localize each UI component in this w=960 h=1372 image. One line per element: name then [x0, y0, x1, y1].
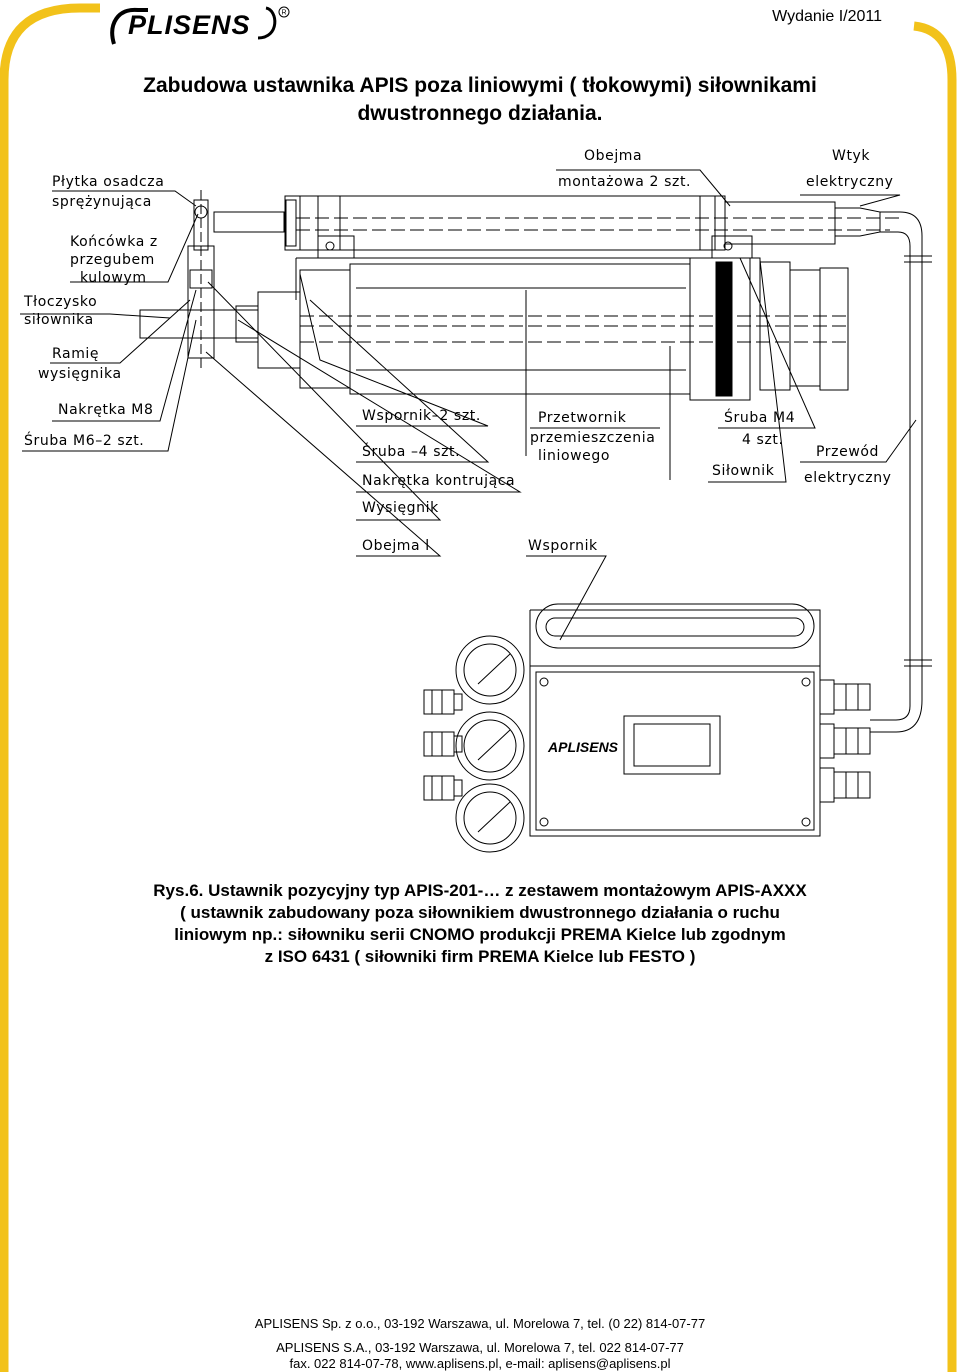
title-line-2: dwustronnego działania. — [357, 102, 603, 125]
device-logo: APLISENS — [547, 739, 619, 755]
svg-text:PLISENS: PLISENS — [128, 10, 251, 40]
label-sruba-m4-1: Śruba M4 — [724, 410, 796, 426]
label-silownik: Siłownik — [712, 463, 775, 479]
caption-line-3: liniowym np.: siłowniku serii CNOMO prod… — [174, 925, 786, 944]
leader-lines — [20, 169, 917, 641]
figure-caption: Rys.6. Ustawnik pozycyjny typ APIS-201-…… — [60, 880, 900, 968]
label-nakretka-m8: Nakrętka M8 — [58, 402, 154, 418]
label-ramie-1: Ramię — [52, 346, 100, 362]
label-plytka-1: Płytka osadcza — [52, 174, 165, 190]
footer-line-2: APLISENS S.A., 03-192 Warszawa, ul. More… — [276, 1340, 684, 1355]
label-przewod-2: elektryczny — [804, 470, 892, 486]
label-obejma-1: Obejma — [584, 148, 643, 164]
label-wspornik-2: Wspornik–2 szt. — [362, 408, 481, 424]
label-wspornik: Wspornik — [528, 538, 598, 554]
positioner: APLISENS — [423, 603, 871, 853]
svg-text:R: R — [282, 10, 287, 17]
label-wtyk-2: elektryczny — [806, 174, 894, 190]
caption-line-1: Rys.6. Ustawnik pozycyjny typ APIS-201-…… — [153, 881, 807, 900]
label-tloczysko-2: siłownika — [24, 312, 94, 328]
assembly-drawing: APLISENS — [20, 169, 932, 853]
caption-line-4: z ISO 6431 ( siłowniki firm PREMA Kielce… — [264, 947, 696, 966]
label-plytka-2: sprężynująca — [52, 194, 152, 210]
linear-transducer — [284, 195, 932, 733]
label-wysiegnik: Wysięgnik — [362, 500, 439, 516]
label-sruba-m4-2: 4 szt. — [742, 432, 784, 448]
label-sruba-4: Śruba –4 szt. — [362, 444, 461, 460]
label-przetwornik-3: liniowego — [538, 448, 611, 464]
label-nakretka-kontr: Nakrętka kontrująca — [362, 473, 516, 489]
label-wtyk-1: Wtyk — [832, 148, 871, 164]
label-przetwornik-1: Przetwornik — [538, 410, 627, 426]
actuator-cylinder — [257, 257, 850, 401]
rod-assembly — [139, 190, 285, 370]
company-logo: PLISENS R — [108, 4, 290, 48]
label-obejma-2: montażowa 2 szt. — [558, 174, 692, 190]
title-line-1: Zabudowa ustawnika APIS poza liniowymi (… — [143, 74, 817, 97]
label-sruba-m6: Śruba M6–2 szt. — [24, 433, 145, 449]
label-koncowka-2: przegubem — [70, 252, 155, 268]
caption-line-2: ( ustawnik zabudowany poza siłownikiem d… — [180, 903, 780, 922]
footer-line-3: fax. 022 814-07-78, www.aplisens.pl, e-m… — [289, 1356, 671, 1371]
label-przewod-1: Przewód — [816, 444, 880, 460]
footer-line-1: APLISENS Sp. z o.o., 03-192 Warszawa, ul… — [254, 1316, 706, 1331]
label-koncowka-3: kulowym — [80, 270, 147, 286]
page-title: Zabudowa ustawnika APIS poza liniowymi (… — [40, 72, 920, 128]
label-tloczysko-1: Tłoczysko — [24, 294, 98, 310]
edition-label: Wydanie I/2011 — [772, 8, 882, 25]
label-przetwornik-2: przemieszczenia — [530, 430, 656, 446]
label-ramie-2: wysięgnika — [38, 366, 122, 382]
label-koncowka-1: Końcówka z — [70, 234, 158, 250]
label-obejma-l: Obejma l — [362, 538, 430, 554]
